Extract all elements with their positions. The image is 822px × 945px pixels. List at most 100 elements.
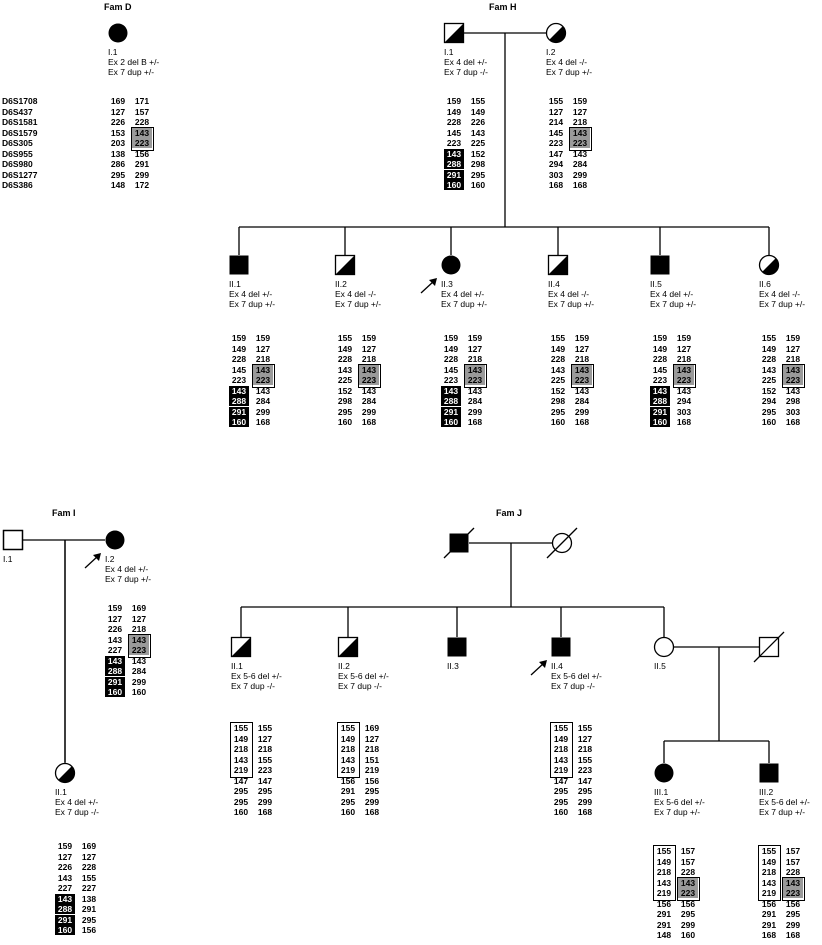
genotype-label: Ex 7 dup +/- (546, 67, 593, 77)
allele-value: 299 (680, 919, 696, 930)
genotype-label: Ex 4 del +/- (55, 797, 99, 807)
allele-value: 291 (441, 406, 461, 417)
individual-id: II.3 (447, 661, 459, 671)
allele-value: 156 (364, 775, 380, 786)
individual-id: II.2 (335, 279, 347, 289)
allele-value: 295 (364, 786, 380, 796)
allele-value: 147 (233, 775, 249, 786)
marker-name: D6S437 (2, 106, 33, 117)
allele-value: 127 (255, 343, 271, 354)
allele-value: 143 (361, 385, 377, 396)
genotype-label: Ex 4 del +/- (444, 57, 488, 67)
allele-value: 218 (361, 354, 377, 364)
allele-value: 143 (676, 385, 692, 396)
allele-value: 149 (761, 343, 777, 354)
individual-id: II.1 (231, 661, 243, 671)
allele-value: 147 (548, 148, 564, 159)
allele-value: 160 (337, 417, 353, 427)
individual-id: I.1 (444, 47, 454, 57)
allele-value: 219 (656, 888, 672, 898)
allele-value: 218 (577, 744, 593, 754)
allele-value: 214 (548, 117, 564, 127)
allele-value: 157 (785, 846, 801, 856)
allele-value: 155 (233, 723, 249, 733)
allele-value: 168 (577, 807, 593, 817)
allele-value: 143 (678, 877, 698, 888)
allele-value: 298 (785, 396, 801, 406)
allele-value: 294 (548, 159, 564, 169)
allele-value: 145 (548, 127, 564, 138)
individual-id: II.5 (654, 661, 666, 671)
allele-value: 148 (110, 180, 126, 190)
allele-value: 127 (676, 343, 692, 354)
allele-value: 303 (785, 406, 801, 417)
allele-value: 160 (444, 180, 464, 190)
allele-value: 160 (229, 417, 249, 427)
allele-value: 157 (785, 856, 801, 867)
allele-value: 295 (550, 406, 566, 417)
allele-value: 127 (361, 343, 377, 354)
allele-value: 143 (572, 364, 592, 375)
allele-value: 226 (110, 117, 126, 127)
genotype-label: Ex 7 dup +/- (548, 299, 595, 309)
allele-value: 160 (131, 687, 147, 697)
male-carrier-fill (338, 637, 358, 657)
allele-value: 223 (446, 138, 462, 148)
allele-value: 143 (105, 655, 125, 666)
allele-value: 219 (553, 765, 569, 775)
male-carrier-fill (231, 637, 251, 657)
genotype-label: Ex 7 dup +/- (654, 807, 701, 817)
allele-value: 299 (257, 796, 273, 807)
allele-value: 143 (131, 655, 147, 666)
allele-value: 295 (761, 406, 777, 417)
pedigree-line (420, 280, 435, 294)
allele-value: 149 (656, 856, 672, 867)
allele-value: 228 (81, 862, 97, 872)
allele-value: 148 (656, 930, 672, 940)
allele-value: 295 (340, 796, 356, 807)
allele-value: 143 (55, 893, 75, 904)
allele-value: 291 (761, 919, 777, 930)
female-affected-symbol (105, 530, 125, 550)
allele-value: 143 (470, 127, 486, 138)
allele-value: 291 (650, 406, 670, 417)
allele-value: 143 (465, 364, 485, 375)
allele-value: 299 (255, 406, 271, 417)
allele-value: 168 (761, 930, 777, 940)
allele-value: 155 (257, 754, 273, 765)
allele-value: 218 (676, 354, 692, 364)
allele-value: 160 (55, 925, 75, 935)
allele-value: 223 (548, 138, 564, 148)
allele-value: 157 (134, 106, 150, 117)
female-carrier-fill (58, 766, 75, 783)
allele-value: 228 (443, 354, 459, 364)
allele-value: 156 (785, 898, 801, 909)
